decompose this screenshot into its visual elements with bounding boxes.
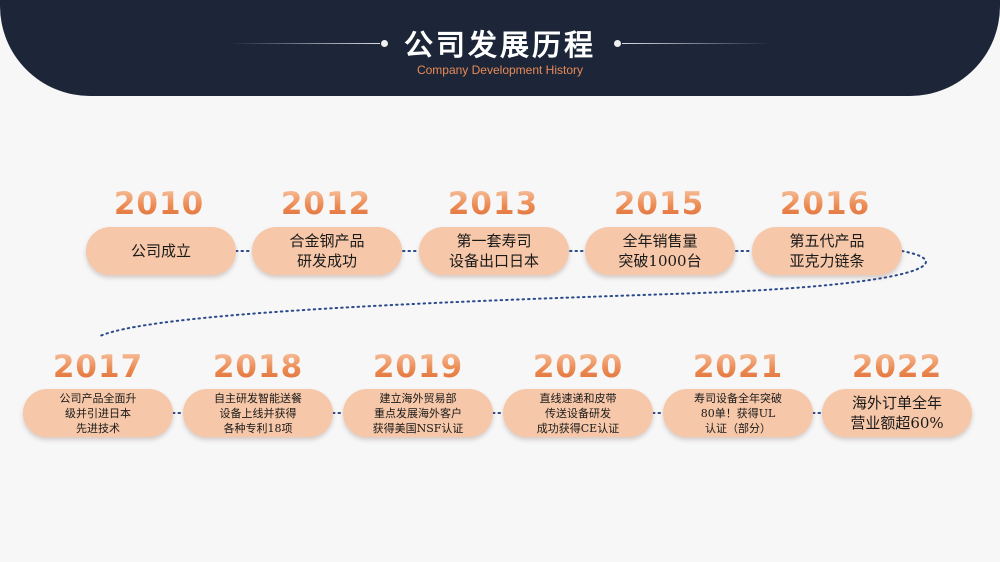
milestone-card-2015: 全年销售量 突破1000台 bbox=[585, 227, 735, 275]
milestone-card-2022: 海外订单全年 营业额超60% bbox=[822, 389, 972, 437]
milestone-year-2019: 2019 bbox=[343, 349, 493, 385]
title-rule-left bbox=[230, 43, 380, 44]
milestone-year-2016: 2016 bbox=[750, 186, 900, 222]
milestone-card-2013: 第一套寿司 设备出口日本 bbox=[419, 227, 569, 275]
milestone-text: 第一套寿司 设备出口日本 bbox=[448, 232, 539, 270]
milestone-text: 第五代产品 亚克力链条 bbox=[789, 232, 865, 270]
milestone-card-2018: 自主研发智能送餐 设备上线并获得 各种专利18项 bbox=[183, 389, 333, 437]
milestone-card-2021: 寿司设备全年突破 80单！获得UL 认证（部分） bbox=[663, 389, 813, 437]
title-dot-left bbox=[381, 40, 388, 47]
milestone-year-2022: 2022 bbox=[822, 349, 972, 385]
milestone-card-2019: 建立海外贸易部 重点发展海外客户 获得美国NSF认证 bbox=[343, 389, 493, 437]
milestone-year-2017: 2017 bbox=[23, 349, 173, 385]
milestone-text: 全年销售量 突破1000台 bbox=[618, 232, 702, 270]
milestone-card-2010: 公司成立 bbox=[86, 227, 236, 275]
page-subtitle: Company Development History bbox=[416, 63, 584, 77]
milestone-text: 寿司设备全年突破 80单！获得UL 认证（部分） bbox=[694, 391, 782, 435]
title-rule-right bbox=[622, 43, 772, 44]
milestone-year-2012: 2012 bbox=[251, 186, 401, 222]
milestone-text: 公司成立 bbox=[130, 242, 191, 260]
milestone-text: 直线速递和皮带 传送设备研发 成功获得CE认证 bbox=[536, 391, 620, 435]
milestone-text: 合金钢产品 研发成功 bbox=[289, 232, 365, 270]
milestone-text: 自主研发智能送餐 设备上线并获得 各种专利18项 bbox=[214, 391, 302, 435]
milestone-card-2020: 直线速递和皮带 传送设备研发 成功获得CE认证 bbox=[503, 389, 653, 437]
title-dot-right bbox=[614, 40, 621, 47]
milestone-text: 公司产品全面升 级并引进日本 先进技术 bbox=[59, 391, 137, 435]
milestone-year-2020: 2020 bbox=[503, 349, 653, 385]
milestone-year-2018: 2018 bbox=[183, 349, 333, 385]
milestone-year-2013: 2013 bbox=[418, 186, 568, 222]
milestone-card-2017: 公司产品全面升 级并引进日本 先进技术 bbox=[23, 389, 173, 437]
milestone-text: 海外订单全年 营业额超60% bbox=[850, 394, 944, 432]
header-banner: 公司发展历程 Company Development History bbox=[0, 0, 1000, 96]
milestone-year-2021: 2021 bbox=[663, 349, 813, 385]
milestone-year-2015: 2015 bbox=[584, 186, 734, 222]
milestone-text: 建立海外贸易部 重点发展海外客户 获得美国NSF认证 bbox=[372, 391, 464, 435]
milestone-card-2012: 合金钢产品 研发成功 bbox=[252, 227, 402, 275]
milestone-year-2010: 2010 bbox=[84, 186, 234, 222]
page-title: 公司发展历程 bbox=[403, 28, 596, 62]
connector-row-wrap bbox=[99, 250, 927, 337]
milestone-card-2016: 第五代产品 亚克力链条 bbox=[752, 227, 902, 275]
